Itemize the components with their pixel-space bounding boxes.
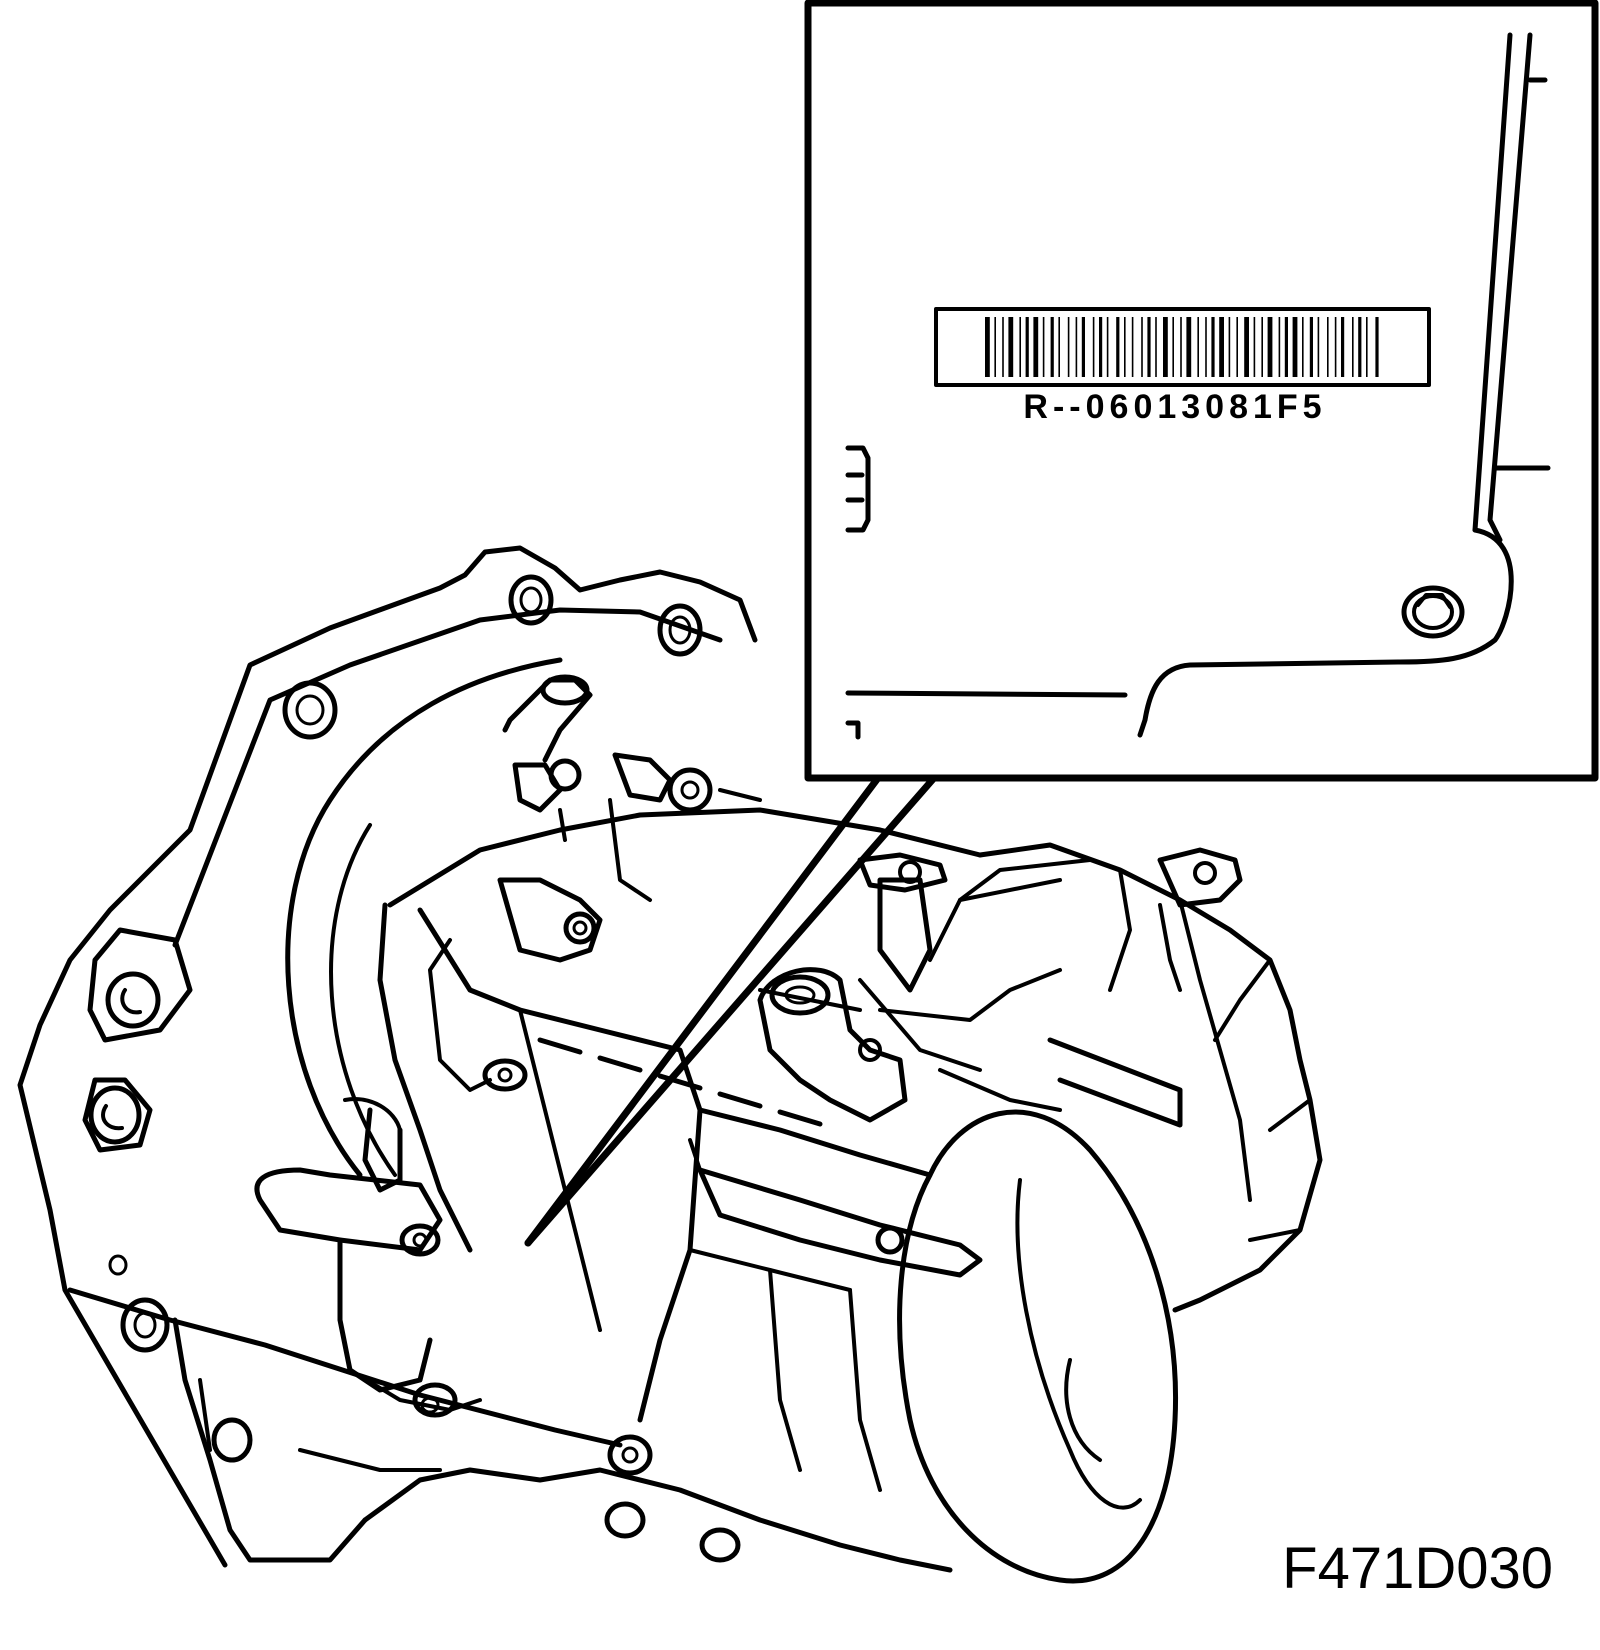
barcode-icon xyxy=(985,317,1379,377)
bell-housing-face xyxy=(285,657,563,1178)
shift-lever-arm xyxy=(697,1167,983,1278)
callout-pointer xyxy=(524,774,938,1247)
selector-housing xyxy=(497,877,603,963)
barcode-label xyxy=(934,307,1431,387)
lower-left-lever xyxy=(337,1237,433,1393)
release-cylinder xyxy=(502,677,593,763)
bell-housing-lower-lip xyxy=(172,1317,368,1563)
callout-detail-drawing xyxy=(845,32,1551,740)
transmission-housing xyxy=(17,545,1323,1584)
bell-housing-outline xyxy=(17,545,758,1568)
shift-tower xyxy=(757,967,908,1123)
upper-right-casing xyxy=(977,842,1323,1313)
bell-housing-lower-edge xyxy=(67,1287,623,1448)
gearbox-case-side xyxy=(377,902,473,1253)
bell-housing-inner-rim xyxy=(172,607,723,948)
barcode-text: R--06013081F5 xyxy=(1023,388,1326,426)
top-bracket-right xyxy=(1157,847,1243,908)
gearbox-case-top xyxy=(387,807,983,908)
gearbox-case-mid xyxy=(697,1107,933,1178)
rear-end-cover xyxy=(897,1109,1179,1584)
figure-code: F471D030 xyxy=(1282,1536,1553,1601)
clutch-fork xyxy=(254,1167,443,1253)
gearbox-case-front-panel xyxy=(417,907,703,1423)
gearbox-case-bottom xyxy=(362,1467,953,1573)
bolt-icon xyxy=(1401,585,1465,639)
rear-end-cover-inner xyxy=(1015,1178,1142,1510)
top-bracket-left xyxy=(877,877,933,993)
callout-box: R--06013081F5 xyxy=(804,0,1599,782)
